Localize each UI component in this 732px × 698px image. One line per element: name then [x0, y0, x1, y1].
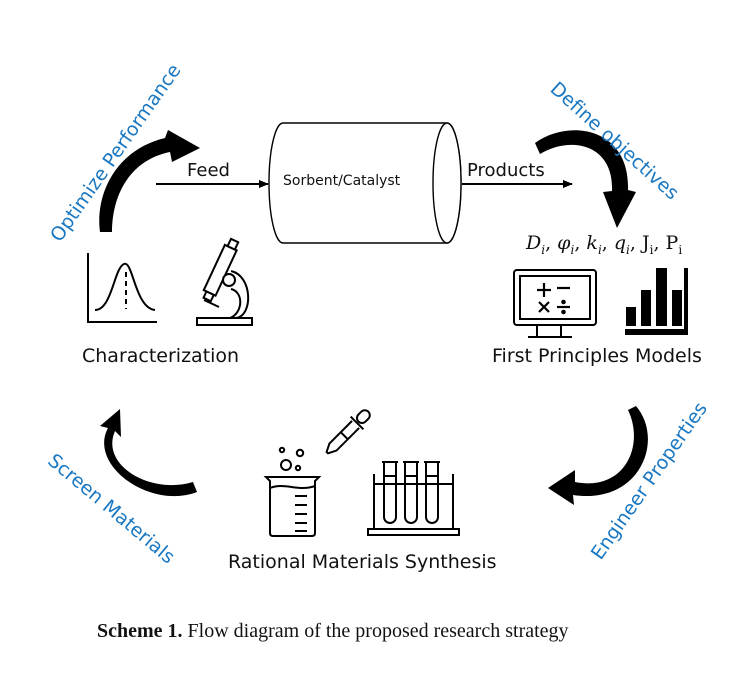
parameter-symbol: ki	[586, 232, 602, 257]
reactor-cylinder	[268, 122, 462, 244]
reactor-label: Sorbent/Catalyst	[283, 173, 401, 189]
feed-label: Feed	[187, 160, 230, 181]
bar-chart-icon-bar	[626, 307, 636, 326]
model-parameters: Di, φi, ki, qi, Ji, Pi	[526, 232, 683, 257]
screen-cycle-arrow	[100, 409, 197, 497]
bar-chart-icon	[625, 268, 688, 335]
bar-chart-icon-bar	[656, 268, 667, 326]
bar-chart-icon-bar	[672, 290, 682, 326]
caption-label: Scheme 1.	[97, 620, 183, 642]
beaker-icon	[263, 446, 322, 537]
parameter-symbol: Ji	[641, 232, 654, 257]
characterization-label: Characterization	[82, 345, 240, 367]
microscope-icon	[196, 237, 253, 326]
parameter-symbol: qi	[613, 232, 630, 257]
figure-caption: Scheme 1. Flow diagram of the proposed r…	[97, 620, 569, 643]
products-label: Products	[467, 160, 545, 181]
models-label: First Principles Models	[492, 345, 702, 367]
dropper-icon	[325, 409, 371, 455]
parameter-symbol: Pi	[665, 232, 683, 257]
test-tube-rack-icon	[367, 461, 460, 536]
parameter-symbol: φi	[557, 232, 575, 257]
optimize-cycle-arrow	[99, 130, 200, 232]
calculator-monitor-icon	[513, 269, 597, 338]
parameter-symbol: Di	[526, 232, 546, 257]
bar-chart-icon-bar	[641, 290, 651, 326]
bell-curve-icon	[87, 253, 157, 323]
engineer-cycle-arrow	[548, 406, 648, 505]
caption-text: Flow diagram of the proposed research st…	[182, 620, 569, 642]
synthesis-label: Rational Materials Synthesis	[228, 551, 497, 573]
define-cycle-arrow	[535, 130, 636, 228]
